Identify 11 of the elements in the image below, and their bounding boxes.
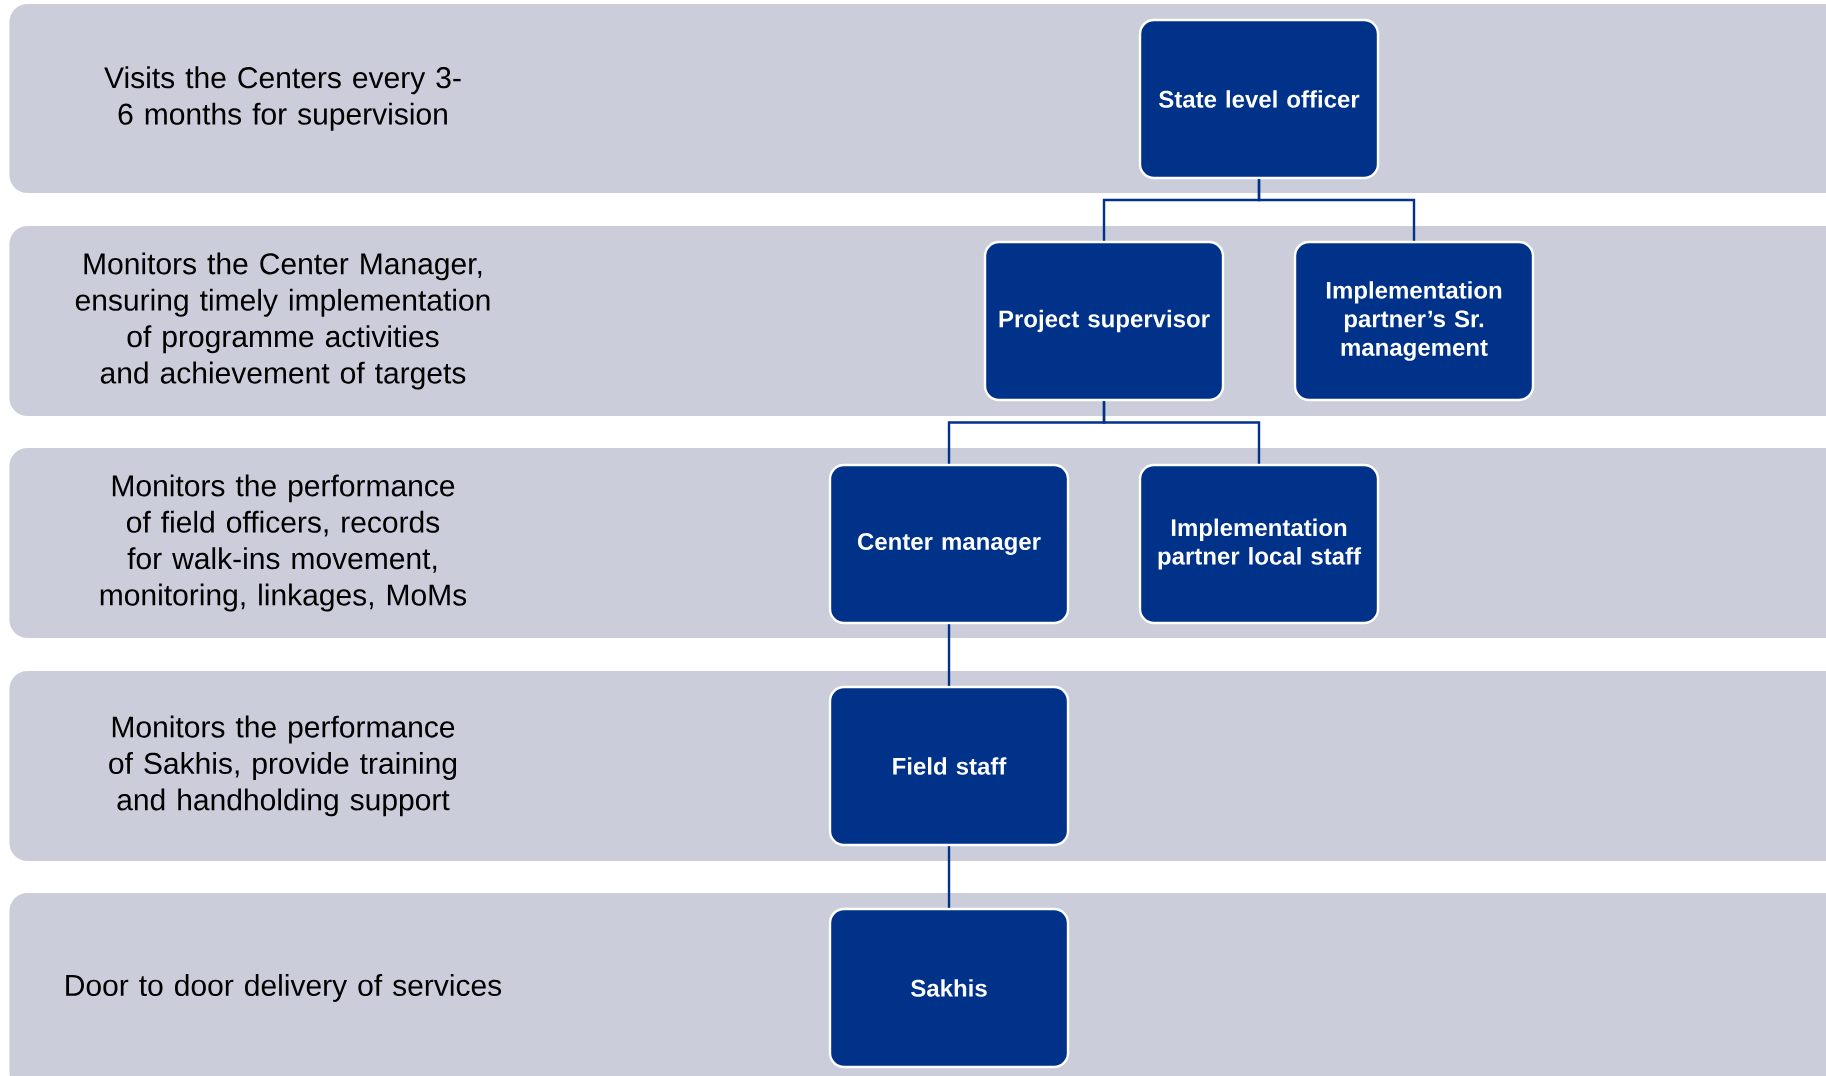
connector-line (947, 846, 951, 908)
role-box: Implementation partner local staff (1138, 463, 1380, 625)
role-box: State level officer (1138, 18, 1380, 180)
role-box: Field staff (828, 685, 1070, 847)
role-box: Project supervisor (983, 240, 1225, 402)
connector-line (947, 624, 951, 686)
role-box: Center manager (828, 463, 1070, 625)
connector-line (1257, 179, 1416, 241)
role-box: Implementation partner’s Sr. management (1293, 240, 1535, 402)
connector-line (1102, 401, 1261, 464)
role-box: Sakhis (828, 907, 1070, 1069)
